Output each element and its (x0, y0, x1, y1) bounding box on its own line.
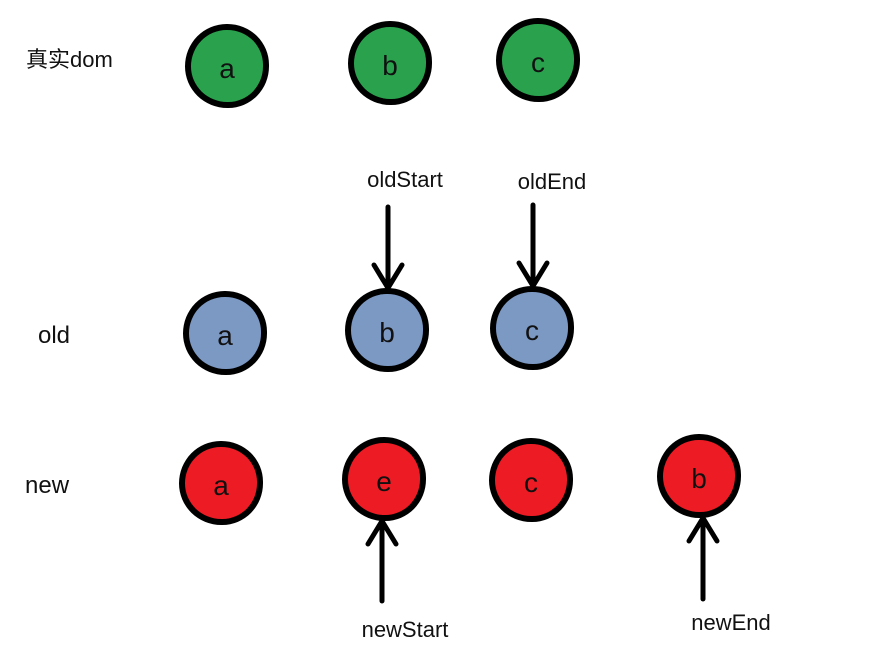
node-letter: b (382, 50, 398, 81)
row-label-old: old (38, 322, 71, 349)
old-node-b: b (345, 288, 429, 372)
pointer-label-newend: newEnd (691, 610, 771, 635)
old-node-c: c (490, 286, 574, 370)
pointer-label-oldend: oldEnd (517, 169, 587, 194)
old-node-a: a (183, 291, 267, 375)
real-dom-node-a: a (185, 24, 269, 108)
new-node-e: e (342, 437, 426, 521)
node-letter: b (691, 463, 707, 494)
new-node-b: b (657, 434, 741, 518)
node-letter: e (376, 466, 392, 497)
newstart-arrow (365, 518, 399, 604)
oldstart-arrow (371, 204, 405, 291)
oldend-arrow (516, 202, 550, 289)
real-dom-node-c: c (496, 18, 580, 102)
new-node-c: c (489, 438, 573, 522)
pointer-label-oldstart: oldStart (367, 167, 443, 192)
row-label-real-dom: 真实dom (26, 47, 113, 72)
row-label-new: new (25, 472, 70, 499)
real-dom-node-b: b (348, 21, 432, 105)
node-letter: a (219, 53, 235, 84)
node-letter: c (524, 467, 538, 498)
node-letter: a (217, 320, 233, 351)
node-letter: c (531, 47, 545, 78)
newend-arrow (686, 515, 720, 602)
new-node-a: a (179, 441, 263, 525)
node-letter: a (213, 470, 229, 501)
pointer-label-newstart: newStart (361, 617, 449, 642)
node-letter: c (525, 315, 539, 346)
node-letter: b (379, 317, 395, 348)
